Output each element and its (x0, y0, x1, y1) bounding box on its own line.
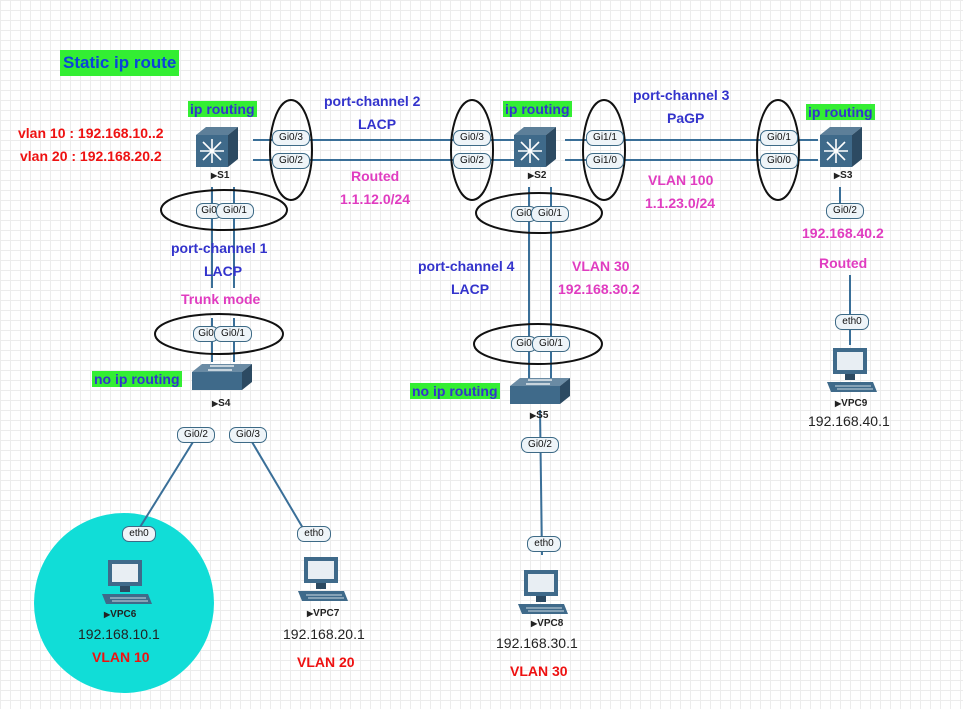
port-s3-gi01[interactable]: Gi0/1 (760, 130, 798, 146)
vpc7-vlan: VLAN 20 (297, 654, 355, 670)
pc3-vlan: VLAN 100 (648, 172, 714, 188)
port-s1-gi02[interactable]: Gi0/2 (272, 153, 310, 169)
s2-switch-icon[interactable] (512, 125, 558, 169)
port-s2-gi11[interactable]: Gi1/1 (586, 130, 624, 146)
vpc9-ip: 192.168.40.1 (808, 413, 890, 429)
s4-routing-badge: no ip routing (92, 371, 182, 387)
s1-switch-icon[interactable] (194, 125, 240, 169)
page-title: Static ip route (60, 50, 180, 76)
pc3-proto: PaGP (667, 110, 705, 126)
s2-label: S2 (528, 170, 546, 181)
s3-switch-icon[interactable] (818, 125, 864, 169)
pc2-subnet: 1.1.12.0/24 (340, 191, 411, 207)
pc2-ellipse-s1 (269, 99, 313, 201)
vpc6-vlan: VLAN 10 (92, 649, 150, 665)
port-s4-gi01[interactable]: Gi0/1 (214, 326, 252, 342)
vpc8-ip: 192.168.30.1 (496, 635, 578, 651)
pc4-ellipse-s5 (473, 323, 603, 365)
s3-routing-badge: ip routing (806, 104, 875, 120)
s1-vlan20-svi: vlan 20 : 192.168.20.2 (20, 148, 162, 164)
s5-routing-badge: no ip routing (410, 383, 500, 399)
port-s3-gi02[interactable]: Gi0/2 (826, 203, 864, 219)
s2-s5-ip: 192.168.30.2 (558, 281, 640, 297)
vpc8-vlan: VLAN 30 (510, 663, 568, 679)
vpc7-computer-icon[interactable] (296, 555, 350, 607)
port-s2-gi03[interactable]: Gi0/3 (453, 130, 491, 146)
port-s2-gi02[interactable]: Gi0/2 (453, 153, 491, 169)
pc1-ellipse-s1 (160, 189, 288, 231)
port-vpc7-eth0[interactable]: eth0 (297, 526, 331, 542)
s3-gi02-ip: 192.168.40.2 (802, 225, 884, 241)
port-s3-gi00[interactable]: Gi0/0 (760, 153, 798, 169)
port-s5-gi01[interactable]: Gi0/1 (532, 336, 570, 352)
pc1-proto: LACP (204, 263, 243, 279)
pc3-subnet: 1.1.23.0/24 (645, 195, 716, 211)
vpc8-computer-icon[interactable] (516, 568, 570, 620)
vpc9-computer-icon[interactable] (825, 346, 879, 398)
pc1-name: port-channel 1 (171, 240, 268, 256)
s5-label: S5 (530, 410, 548, 421)
vpc6-computer-icon[interactable] (100, 558, 154, 610)
vpc7-label: VPC7 (307, 608, 339, 619)
pc3-name: port-channel 3 (633, 87, 730, 103)
s1-label: S1 (211, 170, 229, 181)
pc4-ellipse-s2 (475, 192, 603, 234)
link-s4-vpc6 (131, 441, 194, 541)
vpc8-label: VPC8 (531, 618, 563, 629)
pc4-name: port-channel 4 (418, 258, 515, 274)
s3-label: S3 (834, 170, 852, 181)
port-s1-gi01[interactable]: Gi0/1 (216, 203, 254, 219)
port-s5-gi02[interactable]: Gi0/2 (521, 437, 559, 453)
link-s5-vpc8 (539, 409, 543, 556)
s3-gi02-mode: Routed (819, 255, 868, 271)
vpc6-ip: 192.168.10.1 (78, 626, 160, 642)
pc1-ellipse-s4 (154, 313, 284, 355)
s2-s5-vlan: VLAN 30 (572, 258, 630, 274)
s1-routing-badge: ip routing (188, 101, 257, 117)
port-vpc8-eth0[interactable]: eth0 (527, 536, 561, 552)
port-s2-gi01[interactable]: Gi0/1 (531, 206, 569, 222)
pc3-ellipse-s2 (582, 99, 626, 201)
port-s2-gi10[interactable]: Gi1/0 (586, 153, 624, 169)
link-s4-vpc7 (251, 441, 311, 541)
pc2-proto: LACP (358, 116, 397, 132)
port-s4-gi03[interactable]: Gi0/3 (229, 427, 267, 443)
vpc6-label: VPC6 (104, 609, 136, 620)
port-s1-gi03[interactable]: Gi0/3 (272, 130, 310, 146)
port-vpc9-eth0[interactable]: eth0 (835, 314, 869, 330)
s5-switch-icon[interactable] (508, 376, 572, 406)
s4-label: S4 (212, 398, 230, 409)
port-s4-gi02[interactable]: Gi0/2 (177, 427, 215, 443)
pc3-ellipse-s3 (756, 99, 800, 201)
s1-vlan10-svi: vlan 10 : 192.168.10..2 (18, 125, 164, 141)
s2-routing-badge: ip routing (503, 101, 572, 117)
port-vpc6-eth0[interactable]: eth0 (122, 526, 156, 542)
s4-switch-icon[interactable] (190, 362, 254, 392)
pc2-ellipse-s2 (450, 99, 494, 201)
pc4-proto: LACP (451, 281, 490, 297)
vpc7-ip: 192.168.20.1 (283, 626, 365, 642)
vpc9-label: VPC9 (835, 398, 867, 409)
pc2-mode: Routed (351, 168, 400, 184)
pc2-name: port-channel 2 (324, 93, 421, 109)
pc1-mode: Trunk mode (181, 291, 261, 307)
